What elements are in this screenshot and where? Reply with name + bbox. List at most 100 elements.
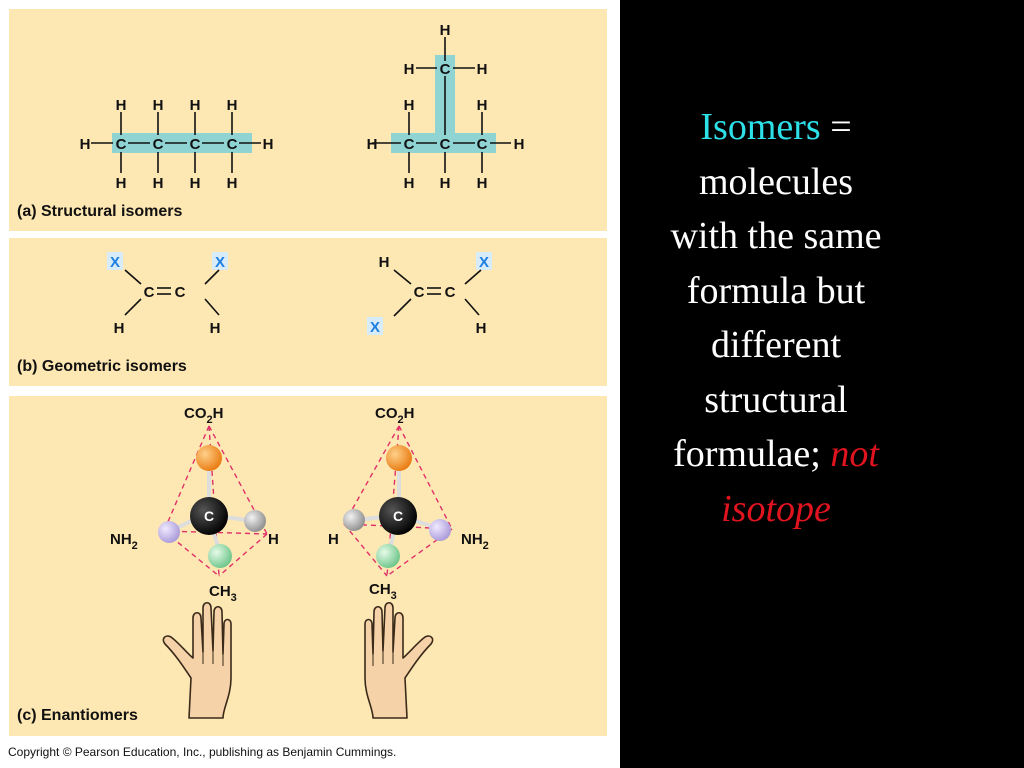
atom-x: X <box>370 319 380 336</box>
isobutane-molecule: H C C C H H H H H H C H H H <box>367 22 525 192</box>
atom-h: H <box>404 61 415 78</box>
atom-h: H <box>153 97 164 114</box>
atom-h: H <box>367 136 378 153</box>
ch-text: CH <box>369 581 391 598</box>
nh-text: NH <box>461 531 483 548</box>
h-text: H <box>404 405 415 422</box>
atom-h: H <box>404 97 415 114</box>
panel-enantiomers: C CO2H NH2 H CH3 <box>9 396 607 736</box>
panel-label-enantiomers: (c) Enantiomers <box>17 707 138 724</box>
left-hand-icon <box>162 601 232 719</box>
sphere-carbon <box>379 497 417 535</box>
panel-label-geometric: (b) Geometric isomers <box>17 358 187 375</box>
enantiomers-diagram: C CO2H NH2 H CH3 <box>110 405 489 719</box>
sphere-co2h <box>196 445 222 471</box>
subscript-2: 2 <box>483 540 489 552</box>
atom-h: H <box>379 254 390 271</box>
subscript-2: 2 <box>398 414 404 426</box>
panel-structural-isomers: H C C C C H H H H H H H H H <box>9 9 607 231</box>
formulae-text: formulae; <box>673 433 831 475</box>
trans-isomer: H X C C X H <box>367 252 492 337</box>
x-highlight <box>367 317 383 335</box>
definition-line-2: molecules <box>698 160 854 203</box>
label-co2h: CO2H <box>184 405 223 426</box>
right-hand-icon <box>364 601 434 719</box>
co-text: CO <box>184 405 207 422</box>
sphere-nh2 <box>158 521 180 543</box>
atom-c: C <box>404 136 415 153</box>
isobutane-bonds <box>372 37 511 173</box>
label-ch3: CH3 <box>369 581 397 602</box>
label-co2h: CO2H <box>375 405 414 426</box>
atom-x: X <box>110 254 120 271</box>
atom-h: H <box>263 136 274 153</box>
atom-x: X <box>479 254 489 271</box>
equals-sign: = <box>820 106 852 148</box>
atom-h: H <box>116 97 127 114</box>
atom-h: H <box>477 97 488 114</box>
definition-line-5: different <box>710 324 842 366</box>
atom-h: H <box>210 320 221 337</box>
atom-h: H <box>116 175 127 192</box>
definition-line-1: Isomers = <box>628 100 924 155</box>
sphere-ch3 <box>376 544 400 568</box>
label-h: H <box>268 531 279 548</box>
atom-c: C <box>440 136 451 153</box>
atom-h: H <box>153 175 164 192</box>
butane-bonds <box>91 112 261 173</box>
atom-h: H <box>80 136 91 153</box>
label-ch3: CH3 <box>209 583 237 604</box>
x-highlight <box>107 252 123 270</box>
atom-x: X <box>215 254 225 271</box>
atom-h: H <box>440 175 451 192</box>
atom-c: C <box>144 284 155 301</box>
atom-h: H <box>227 97 238 114</box>
sphere-carbon <box>190 497 228 535</box>
atom-c: C <box>204 508 214 524</box>
enantiomer-right: C CO2H H NH2 CH3 <box>328 405 489 602</box>
subscript-3: 3 <box>231 592 237 604</box>
ch-text: CH <box>209 583 231 600</box>
atom-h: H <box>440 22 451 39</box>
definition-line-3: with the same <box>670 215 882 257</box>
atom-c: C <box>227 136 238 153</box>
subscript-2: 2 <box>207 414 213 426</box>
atom-h: H <box>404 175 415 192</box>
sphere-co2h <box>386 445 412 471</box>
term-isomers: Isomers <box>700 106 821 148</box>
label-h: H <box>328 531 339 548</box>
sphere-h <box>244 510 266 532</box>
butane-molecule: H C C C C H H H H H H H H H <box>80 97 274 192</box>
atom-c: C <box>393 508 403 524</box>
emphasis-not: not <box>830 433 879 475</box>
cis-isomer: X X C C H H <box>107 252 228 337</box>
x-highlight <box>476 252 492 270</box>
atom-c: C <box>153 136 164 153</box>
h-text: H <box>213 405 224 422</box>
definition-line-8: isotope <box>628 482 924 537</box>
atom-h: H <box>227 175 238 192</box>
atom-c: C <box>116 136 127 153</box>
atom-h: H <box>477 61 488 78</box>
atom-h: H <box>114 320 125 337</box>
panel-label-structural: (a) Structural isomers <box>17 203 183 220</box>
atom-c: C <box>190 136 201 153</box>
label-nh2: NH2 <box>461 531 489 552</box>
definition-line-6: structural <box>704 378 848 421</box>
atom-c: C <box>175 284 186 301</box>
subscript-2: 2 <box>132 540 138 552</box>
emphasis-isotope: isotope <box>721 487 831 530</box>
definition-line-7: formulae; not <box>628 427 924 482</box>
isomer-definition: Isomers = molecules with the same formul… <box>628 100 924 536</box>
copyright-notice: Copyright © Pearson Education, Inc., pub… <box>8 745 397 759</box>
definition-line-4: formula but <box>686 269 866 312</box>
isobutane-chain-highlight <box>391 133 496 153</box>
label-nh2: NH2 <box>110 531 138 552</box>
panel-geometric-isomers: X X C C H H <box>9 238 607 386</box>
figure-area: H C C C C H H H H H H H H H <box>0 0 620 768</box>
x-highlight <box>212 252 228 270</box>
sphere-ch3 <box>208 544 232 568</box>
enantiomer-left: C CO2H NH2 H CH3 <box>110 405 279 604</box>
atom-h: H <box>190 97 201 114</box>
atom-c: C <box>440 61 451 78</box>
